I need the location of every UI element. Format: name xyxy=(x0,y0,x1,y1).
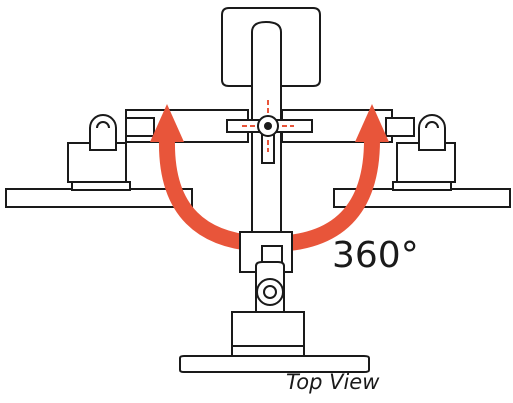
view-caption: Top View xyxy=(286,370,380,394)
swivel-arm-left xyxy=(5,109,249,208)
rotation-arrow-heads xyxy=(150,104,389,142)
pivot-bolt xyxy=(257,115,279,137)
center-post xyxy=(226,20,313,273)
swivel-arm-right xyxy=(281,109,511,208)
clamp-base xyxy=(179,261,370,373)
rotation-label: 360° xyxy=(332,235,419,276)
